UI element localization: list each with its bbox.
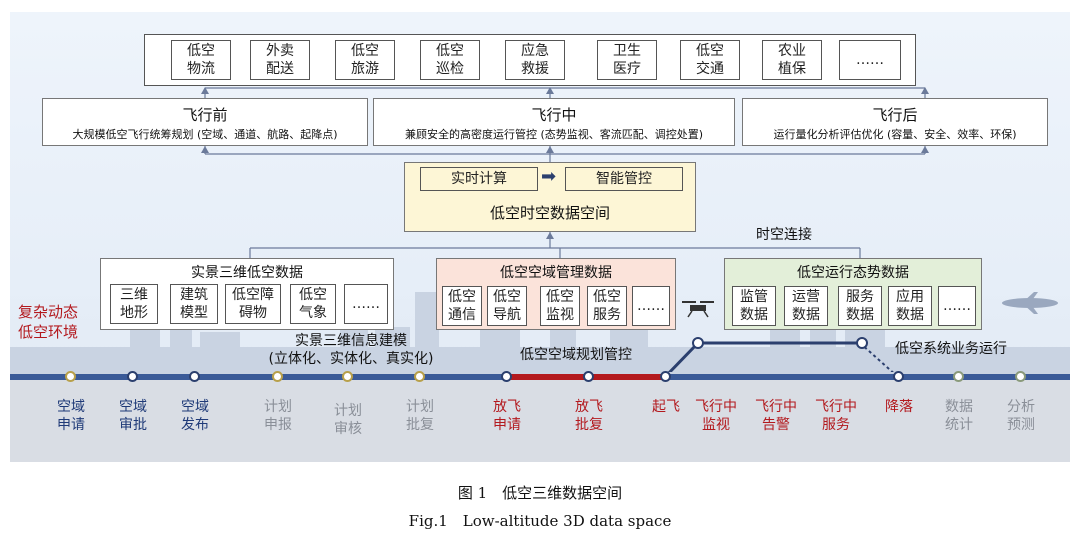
phase-during-title: 飞行中 (531, 106, 577, 124)
timeline-stop-2: 空域 发布 (181, 399, 209, 433)
airspace-service: 低空 服务 (587, 286, 627, 326)
diagram-canvas: 低空 物流 外卖 配送 低空 旅游 低空 巡检 应急 救援 卫生 医疗 低空 交… (10, 12, 1070, 462)
stop-marker (127, 371, 138, 382)
operation-service: 服务 数据 (838, 286, 882, 326)
realtime-compute-box: 实时计算 (420, 167, 538, 191)
airspace-more: …… (632, 286, 670, 326)
stop-marker (660, 371, 671, 382)
right-arrow-icon: ➡ (541, 166, 557, 187)
connector-lines (201, 87, 929, 372)
stop-marker (272, 371, 283, 382)
scene-obstacles: 低空障 碍物 (225, 284, 281, 324)
timeline-stop-0: 空域 申请 (57, 399, 85, 433)
timeline-stop-12: 降落 (885, 399, 913, 415)
stop-marker (893, 371, 904, 382)
phase-during-box (373, 98, 735, 146)
stop-marker (953, 371, 964, 382)
operation-regulation: 监管 数据 (732, 286, 776, 326)
scene-terrain: 三维 地形 (110, 284, 158, 324)
figure-caption-zh: 图 1 低空三维数据空间 (457, 484, 623, 502)
phase-before-title: 飞行前 (182, 106, 228, 124)
planning-control-label: 低空空域规划管控 (520, 347, 632, 363)
timeline-stop-8: 起飞 (652, 399, 680, 415)
app-inspection: 低空 巡检 (420, 40, 480, 80)
ground-band (10, 380, 1070, 462)
app-food-delivery: 外卖 配送 (250, 40, 310, 80)
scene-data-title: 实景三维低空数据 (191, 265, 303, 281)
app-logistics: 低空 物流 (171, 40, 231, 80)
timeline-stop-13: 数据 统计 (945, 399, 973, 433)
operation-application: 应用 数据 (888, 286, 932, 326)
timeline-stop-1: 空域 审批 (119, 399, 147, 433)
operation-data-title: 低空运行态势数据 (797, 265, 909, 281)
stop-marker (342, 371, 353, 382)
stop-marker (65, 371, 76, 382)
phase-before-box (42, 98, 368, 146)
app-medical: 卫生 医疗 (597, 40, 657, 80)
phase-after-box (742, 98, 1048, 146)
stop-marker (189, 371, 200, 382)
smart-control-box: 智能管控 (565, 167, 683, 191)
timeline-stop-7: 放飞 批复 (575, 399, 603, 433)
phase-after-desc: 运行量化分析评估优化 (容量、安全、效率、环保) (773, 128, 1017, 141)
app-traffic: 低空 交通 (680, 40, 740, 80)
airspace-comm: 低空 通信 (442, 286, 482, 326)
timeline-stop-3: 计划 申报 (264, 399, 292, 433)
operation-business: 运营 数据 (784, 286, 828, 326)
airspace-data-title: 低空空域管理数据 (500, 265, 612, 281)
phase-before-desc: 大规模低空飞行统筹规划 (空域、通道、航路、起降点) (72, 128, 338, 141)
app-emergency-rescue: 应急 救援 (505, 40, 565, 80)
stop-marker (1015, 371, 1026, 382)
stop-marker (501, 371, 512, 382)
aircraft-icon (1002, 292, 1058, 314)
modeling-label: 实景三维信息建模 (立体化、实体化、真实化) (268, 333, 434, 367)
scene-weather: 低空 气象 (290, 284, 336, 324)
app-more: …… (839, 40, 901, 80)
spacetime-link-label: 时空连接 (756, 227, 812, 243)
airspace-nav: 低空 导航 (487, 286, 527, 326)
phase-after-title: 飞行后 (872, 106, 918, 124)
timeline-stop-9: 飞行中 监视 (695, 399, 737, 433)
system-operation-label: 低空系统业务运行 (895, 341, 1007, 357)
operation-more: …… (938, 286, 976, 326)
timeline-stop-14: 分析 预测 (1007, 399, 1035, 433)
timeline-stop-6: 放飞 申请 (493, 399, 521, 433)
airspace-surveillance: 低空 监视 (540, 286, 580, 326)
timeline-stop-5: 计划 批复 (406, 399, 434, 433)
app-tourism: 低空 旅游 (335, 40, 395, 80)
timeline-stop-11: 飞行中 服务 (815, 399, 857, 433)
scene-more: …… (344, 284, 388, 324)
phase-during-desc: 兼顾安全的高密度运行管控 (态势监视、客流匹配、调控处置) (404, 128, 704, 141)
complex-environment-label: 复杂动态 低空环境 (18, 303, 79, 341)
scene-buildings: 建筑 模型 (170, 284, 218, 324)
data-space-title: 低空时空数据空间 (489, 204, 610, 222)
timeline-stop-4: 计划 审核 (334, 403, 362, 437)
stop-marker (414, 371, 425, 382)
app-agriculture: 农业 植保 (762, 40, 822, 80)
stop-marker (583, 371, 594, 382)
figure-caption-en: Fig.1 Low-altitude 3D data space (408, 512, 672, 530)
drone-icon (682, 301, 714, 318)
timeline-stop-10: 飞行中 告警 (755, 399, 797, 433)
